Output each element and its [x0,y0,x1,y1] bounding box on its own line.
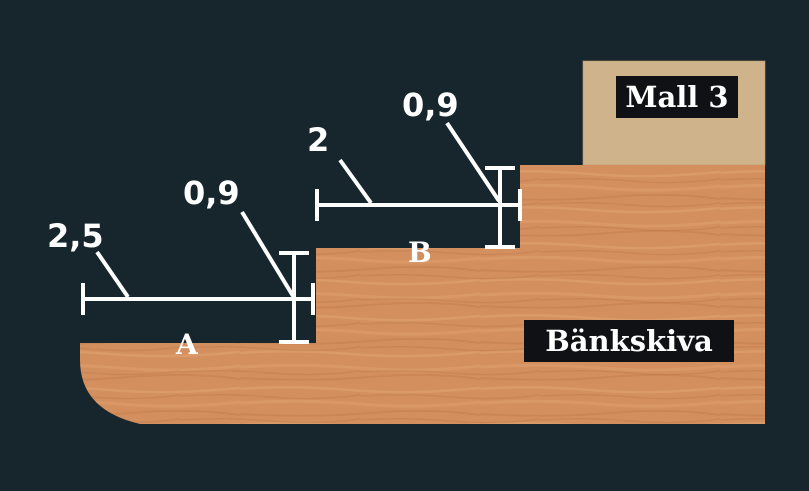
template-label: Mall 3 [625,80,728,114]
segment-label-a: A [175,328,199,361]
dimension-step-b-height [445,121,515,249]
dim-label-step-b-depth: 2 [307,121,329,159]
dimension-step-b-depth [315,158,522,221]
segment-label-b: B [408,236,432,269]
dim-label-step-a-depth: 2,5 [47,217,104,255]
dim-label-step-b-height: 0,9 [402,86,459,124]
dim-label-step-a-height: 0,9 [183,174,240,212]
template-label-box [616,76,738,118]
countertop-label: Bänkskiva [545,324,713,358]
dimension-step-a-depth [81,250,315,315]
dimension-step-a-height [240,210,309,344]
countertop-label-box [524,320,734,362]
